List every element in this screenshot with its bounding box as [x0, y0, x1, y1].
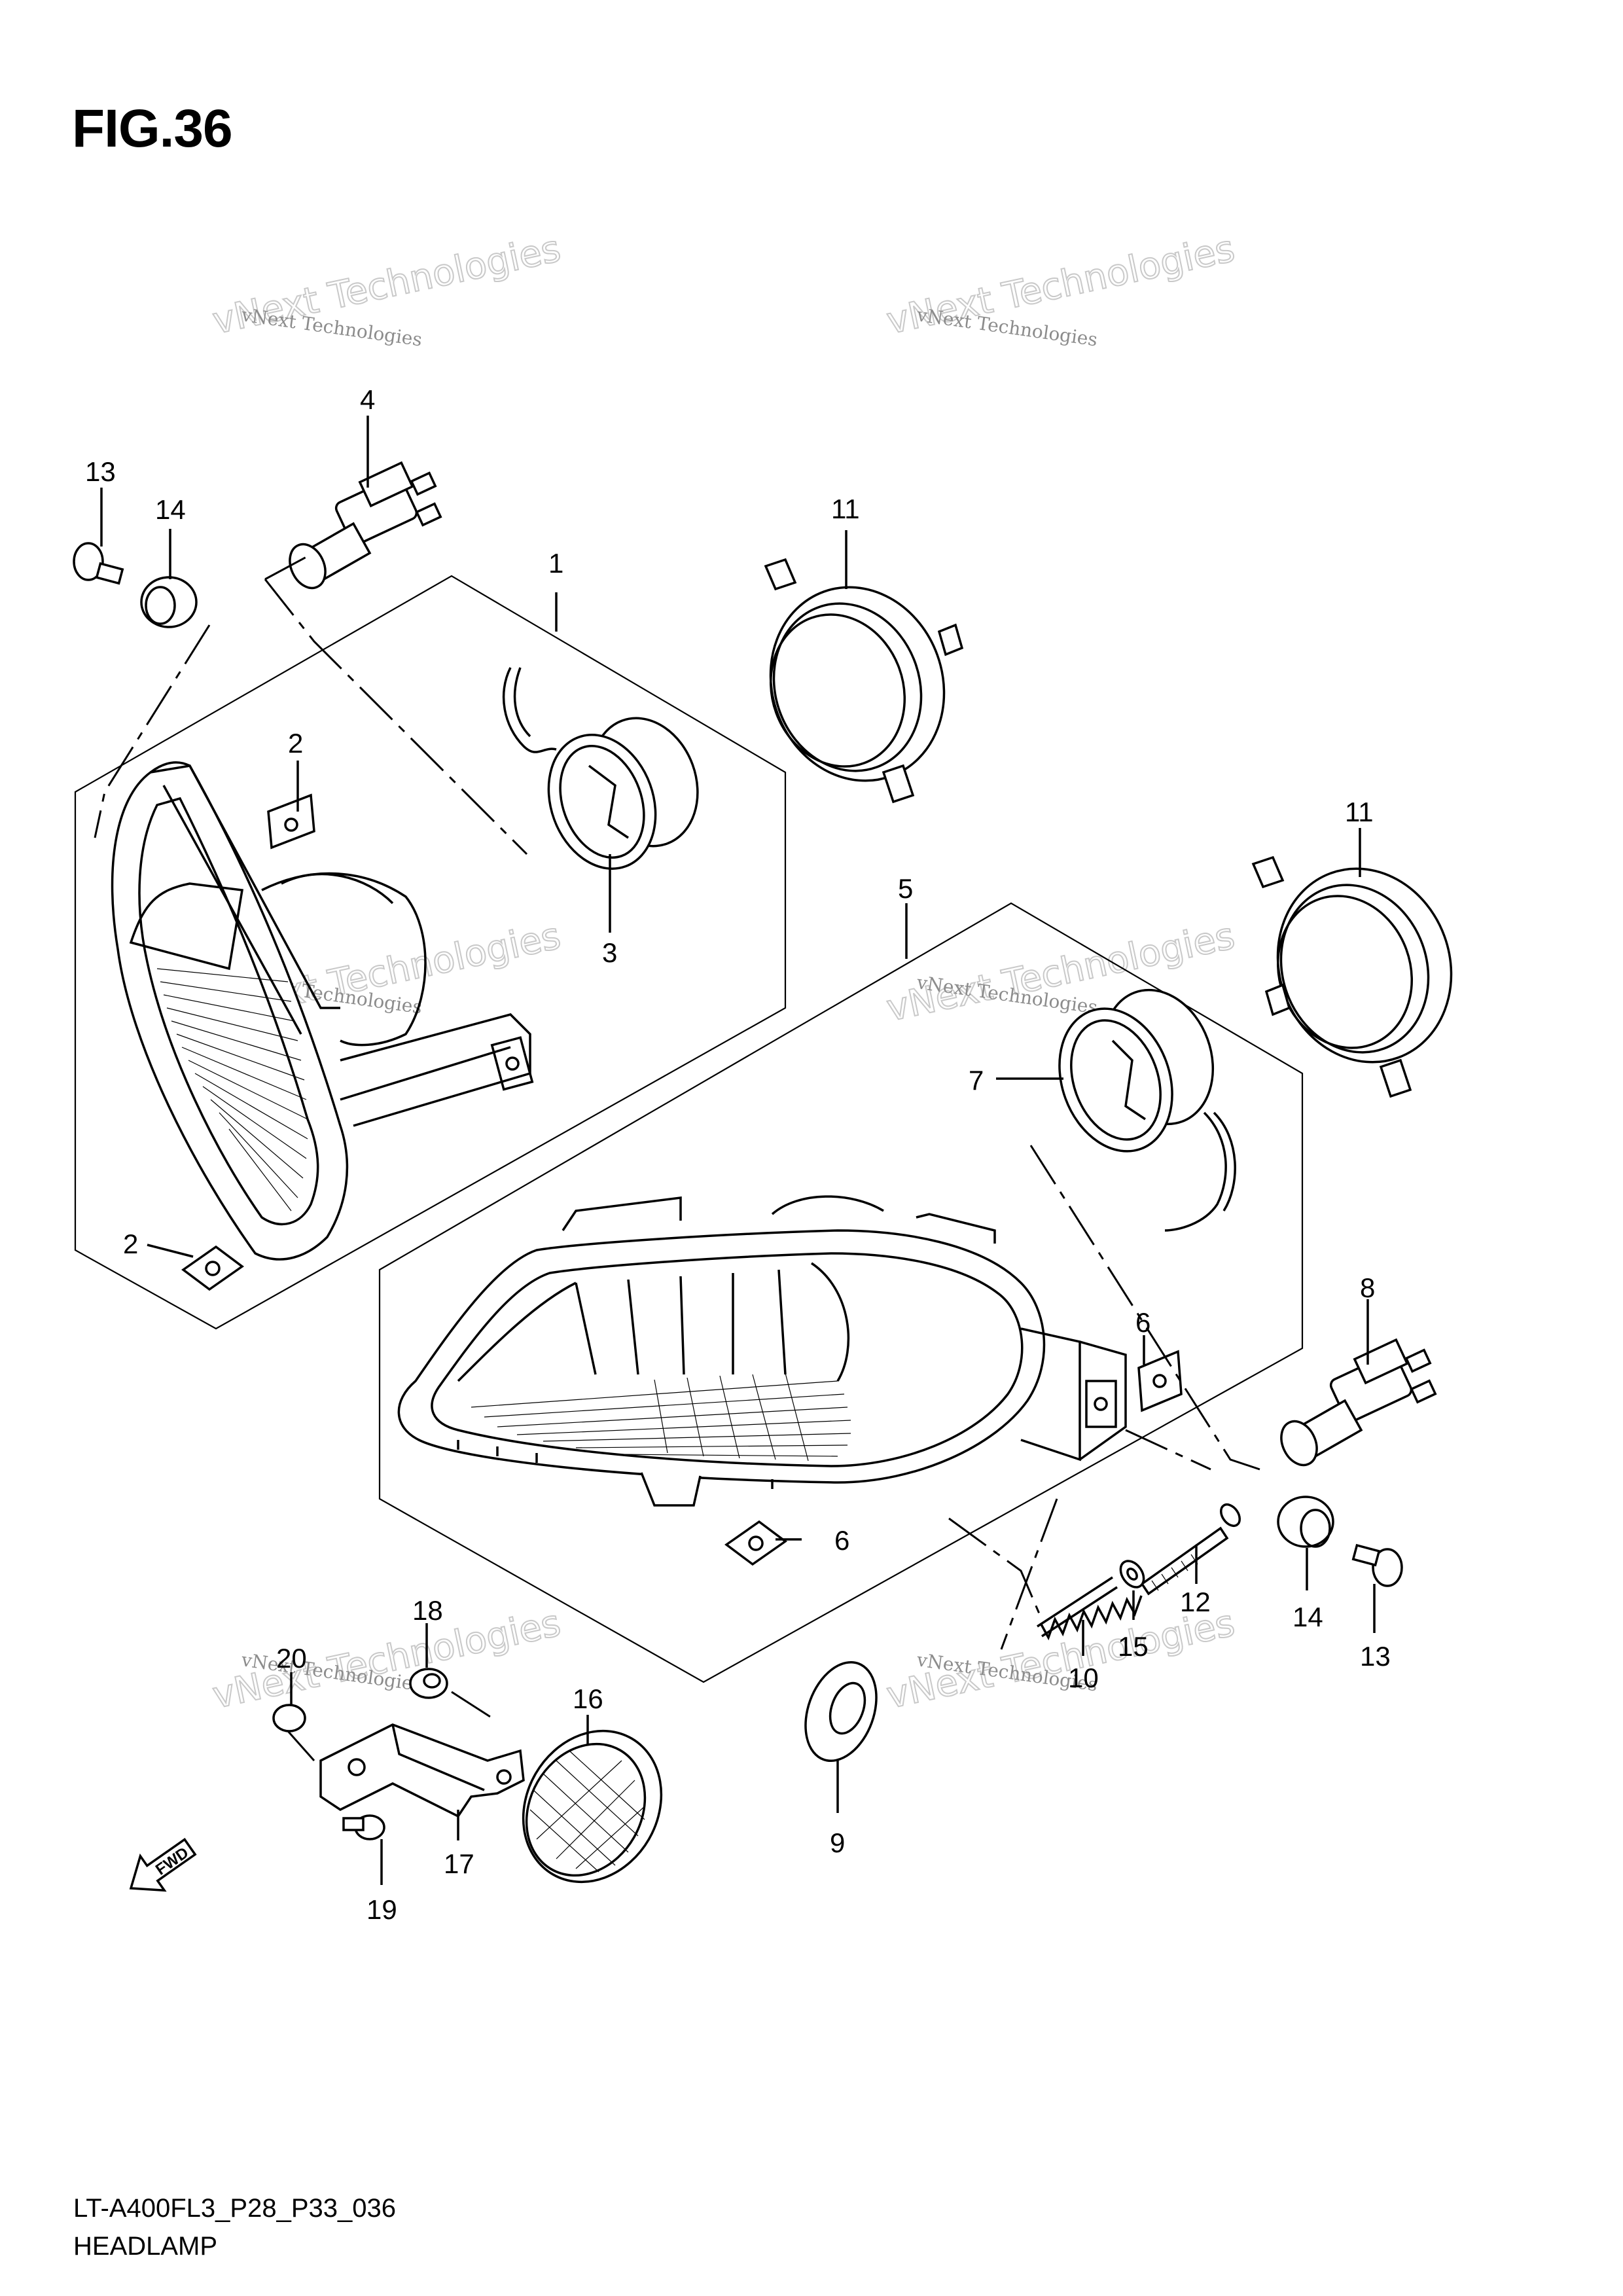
- assembly-5-boundary: [378, 902, 1304, 1683]
- figure-title: FIG.36: [72, 99, 233, 158]
- callout-3: 3: [602, 937, 617, 968]
- left-headlamp-housing: [111, 761, 534, 1261]
- callout-1: 1: [548, 548, 563, 579]
- clip-nut-2-upper: [267, 793, 315, 850]
- assembly-1-boundary: [74, 575, 787, 1330]
- clip-nut-6-lower: [724, 1520, 787, 1566]
- washer-15: [1119, 1560, 1145, 1588]
- callout-10: 10: [1068, 1662, 1099, 1693]
- bulb-4: [289, 461, 442, 590]
- nut-20: [272, 1704, 306, 1732]
- screw-13-lower: [1351, 1543, 1403, 1587]
- callout-19: 19: [366, 1894, 397, 1925]
- callout-15: 15: [1118, 1631, 1149, 1662]
- model-code-label: LT-A400FL3_P28_P33_036: [73, 2194, 396, 2223]
- bolt-19: [342, 1814, 385, 1840]
- clip-nut-2-lower: [181, 1245, 244, 1291]
- bulb-socket-3: [502, 667, 699, 870]
- callout-2-lower: 2: [123, 1229, 138, 1259]
- callout-6-upper: 6: [1135, 1307, 1150, 1338]
- reflector-bracket-17: [319, 1723, 525, 1818]
- grommet-14-upper: [140, 576, 198, 628]
- forward-direction-arrow: FWD: [129, 1838, 197, 1892]
- callout-9: 9: [830, 1827, 845, 1858]
- nut-18: [409, 1668, 448, 1699]
- callout-4: 4: [360, 384, 375, 415]
- grommet-9: [804, 1660, 878, 1763]
- assembly-lines: [94, 555, 1260, 1761]
- callout-16: 16: [573, 1683, 603, 1714]
- retaining-ring-11-upper: [764, 558, 964, 804]
- callout-6-lower: 6: [834, 1525, 849, 1556]
- section-title-label: HEADLAMP: [73, 2232, 218, 2261]
- callout-13-upper: 13: [85, 456, 116, 487]
- bulb-socket-7: [1058, 988, 1236, 1232]
- reflector-16: [522, 1729, 663, 1884]
- callout-2-upper: 2: [288, 728, 303, 759]
- callout-14-lower: 14: [1293, 1602, 1323, 1632]
- callout-11-lower: 11: [1345, 797, 1374, 827]
- watermark-group: vNext Technologies vNext Technologies vN…: [208, 227, 1239, 1718]
- callout-labels: 1 2 2 3 4 5 6 6 7 8 9 10 11 11 12 13 13 …: [85, 384, 1391, 1925]
- callout-18: 18: [412, 1595, 443, 1626]
- callout-20: 20: [276, 1643, 307, 1674]
- right-lens-hatching: [471, 1372, 851, 1462]
- screw-13-upper: [73, 542, 124, 585]
- grommet-14-lower: [1277, 1496, 1334, 1548]
- adjuster-screw-12: [1140, 1503, 1241, 1596]
- callout-8: 8: [1360, 1272, 1375, 1303]
- spring-10: [1037, 1576, 1143, 1641]
- callout-13-lower: 13: [1360, 1641, 1391, 1672]
- leader-lines: [100, 416, 1376, 1885]
- right-headlamp-housing: [397, 1195, 1127, 1507]
- callout-14-upper: 14: [155, 494, 186, 525]
- left-lens-hatching: [156, 968, 308, 1211]
- callout-5: 5: [898, 873, 913, 904]
- callout-17: 17: [444, 1848, 474, 1879]
- bulb-8: [1280, 1338, 1437, 1467]
- callout-11-upper: 11: [831, 493, 860, 524]
- callout-12: 12: [1180, 1587, 1211, 1617]
- callout-7: 7: [969, 1065, 984, 1096]
- retaining-ring-11-lower: [1251, 855, 1453, 1098]
